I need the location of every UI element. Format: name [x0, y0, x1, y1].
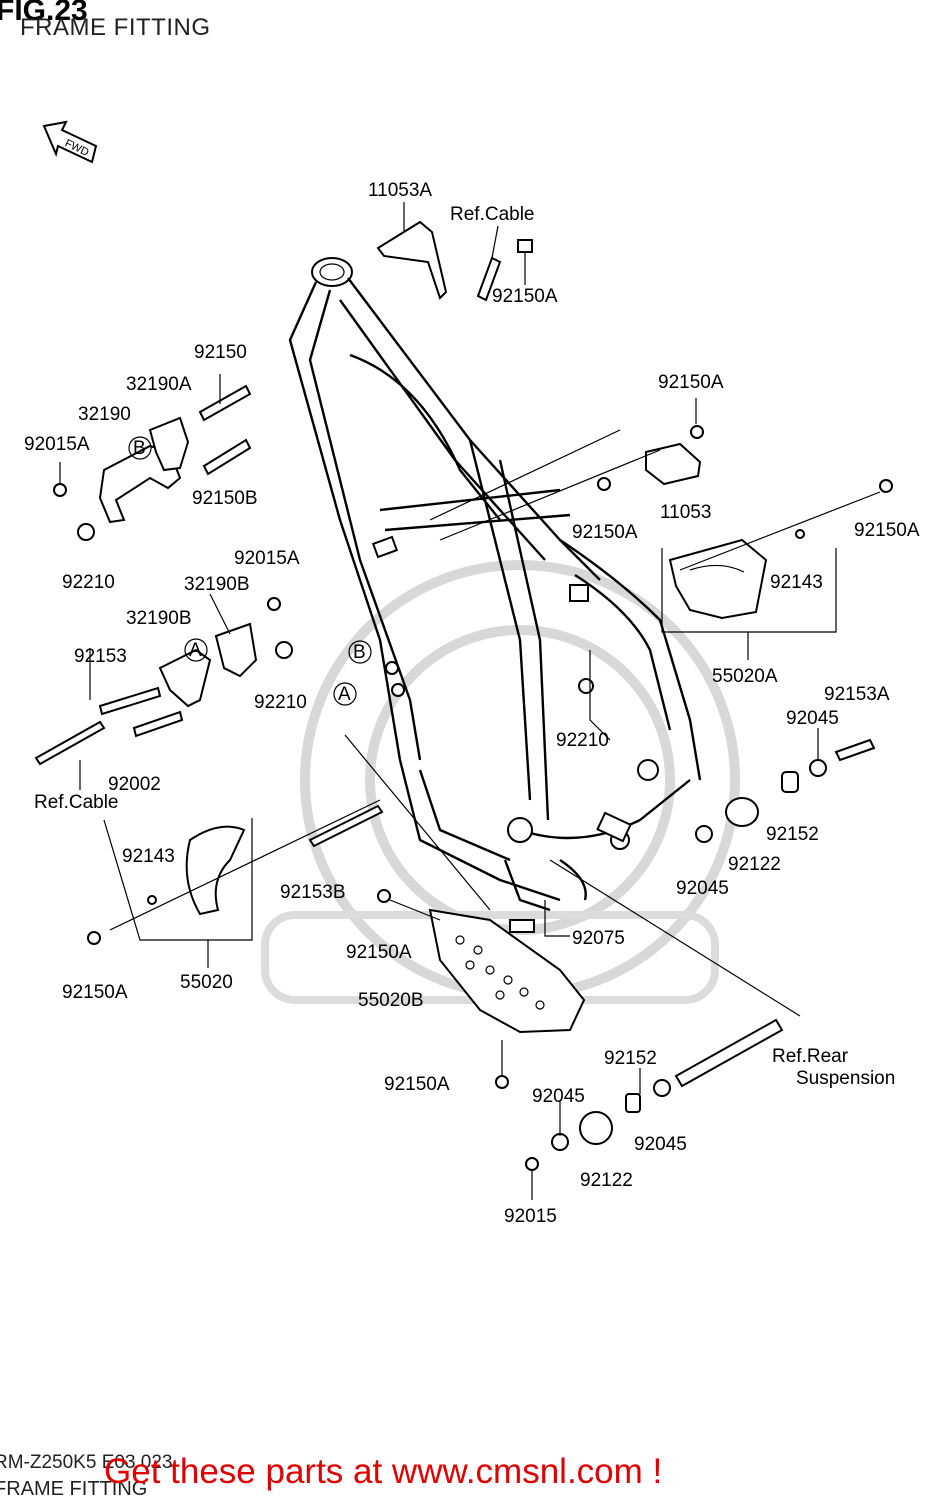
cover-55020a: [661, 479, 893, 660]
callout-a-frame: A: [338, 684, 351, 705]
label-92075: 92075: [572, 928, 625, 949]
label-92150a-bottom: 92150A: [384, 1074, 450, 1095]
label-32190b-upper: 32190B: [184, 574, 250, 595]
cover-55020: [87, 799, 381, 968]
label-ref-cable-top: Ref.Cable: [450, 204, 535, 225]
label-ref-rear-line2: Suspension: [796, 1068, 895, 1089]
label-92150a-top: 92150A: [492, 286, 558, 307]
label-92210-right: 92210: [556, 730, 609, 751]
label-92045-mid: 92045: [676, 878, 729, 899]
label-92143-left: 92143: [122, 846, 175, 867]
label-92150b: 92150B: [192, 488, 258, 509]
engine-mount-lower: A: [34, 593, 293, 766]
forward-arrow-icon: FWD: [42, 120, 98, 164]
callout-b-left: B: [133, 438, 146, 459]
label-92210-left: 92210: [62, 572, 115, 593]
figure-number: FIG.23: [0, 0, 88, 27]
bracket-11053a: [376, 202, 533, 302]
promo-link[interactable]: Get these parts at www.cmsnl.com !: [104, 1452, 663, 1491]
part-labels: 11053A Ref.Cable 92150A 92150 32190A 321…: [24, 180, 920, 1227]
label-ref-cable-left: Ref.Cable: [34, 792, 119, 813]
label-92002: 92002: [108, 774, 161, 795]
leader-lines: [79, 429, 661, 937]
label-92150a-right-up: 92150A: [658, 372, 724, 393]
skid-plate-55020b: [377, 889, 586, 1089]
engine-mount-upper: B: [53, 374, 252, 541]
bolt-92153b: [308, 804, 384, 848]
label-32190b-lower: 32190B: [126, 608, 192, 629]
label-92153b: 92153B: [280, 882, 346, 903]
label-92153: 92153: [74, 646, 127, 667]
label-92015a-mid: 92015A: [234, 548, 300, 569]
label-92045-low-right: 92045: [634, 1134, 687, 1155]
frame-body: [288, 257, 702, 912]
label-92152-right: 92152: [766, 824, 819, 845]
label-11053: 11053: [660, 502, 711, 523]
label-11053a: 11053A: [368, 180, 432, 201]
bracket-11053: [597, 398, 704, 491]
label-92150a-bottom-left: 92150A: [62, 982, 128, 1003]
label-92152-low: 92152: [604, 1048, 657, 1069]
pivot-parts-right: [695, 728, 876, 843]
label-92150a-low: 92150A: [346, 942, 412, 963]
rear-shaft-parts: [525, 859, 801, 1200]
figure-title: FRAME FITTING: [20, 14, 211, 41]
label-92015: 92015: [504, 1206, 557, 1227]
label-92150-left: 92150: [194, 342, 247, 363]
label-92150a-center: 92150A: [572, 522, 638, 543]
label-92122-right: 92122: [728, 854, 781, 875]
label-92153a: 92153A: [824, 684, 890, 705]
footer-diagram-name: FRAME FITTING: [0, 1478, 148, 1500]
label-92015a-left: 92015A: [24, 434, 90, 455]
label-92143-right: 92143: [770, 572, 823, 593]
label-92210-mid: 92210: [254, 692, 307, 713]
label-92045-right: 92045: [786, 708, 839, 729]
label-92045-low-left: 92045: [532, 1086, 585, 1107]
label-32190: 32190: [78, 404, 131, 425]
label-92150a-far-right: 92150A: [854, 520, 920, 541]
callout-a-left: A: [189, 640, 202, 661]
label-55020a: 55020A: [712, 666, 778, 687]
label-ref-rear-line1: Ref.Rear: [772, 1046, 849, 1067]
callout-b-frame: B: [353, 642, 366, 663]
label-55020b: 55020B: [358, 990, 424, 1011]
label-92122-low: 92122: [580, 1170, 633, 1191]
footer-diagram-code: RM-Z250K5 E03 023: [0, 1452, 173, 1473]
label-55020: 55020: [180, 972, 233, 993]
label-32190a: 32190A: [126, 374, 192, 395]
